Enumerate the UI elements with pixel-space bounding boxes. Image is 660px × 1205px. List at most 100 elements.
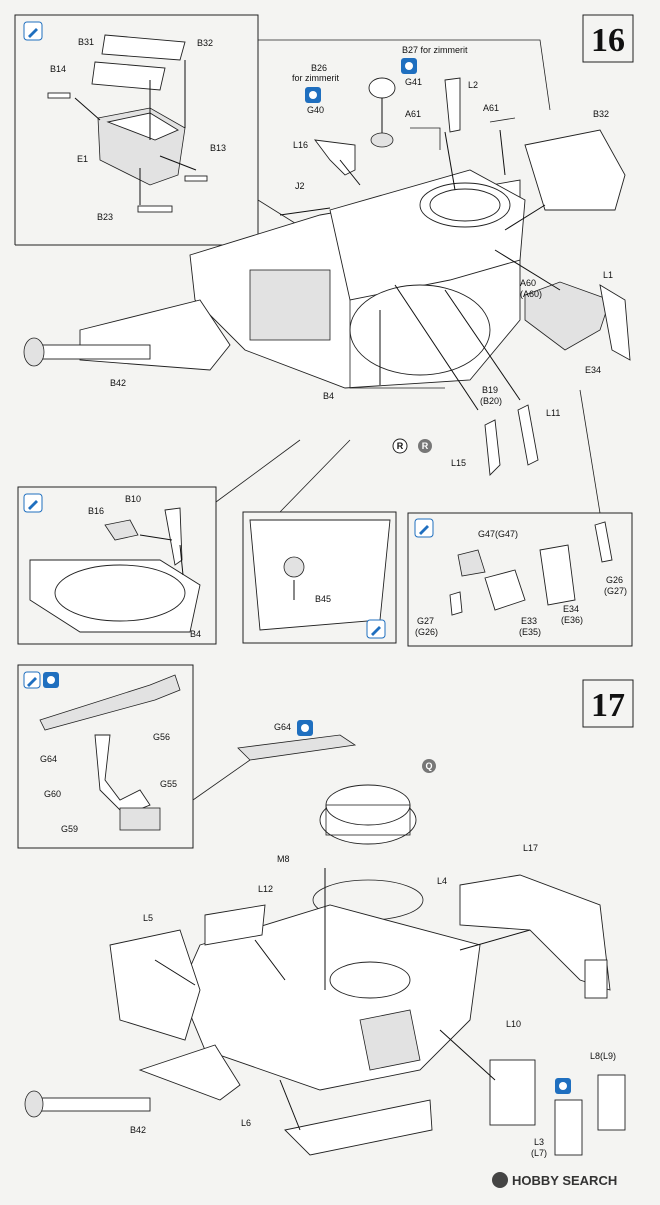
part-l12 [204,904,266,946]
label-e35: (E35) [519,627,541,637]
watermark-text: HOBBY SEARCH [512,1173,617,1188]
label-b27: B27 for zimmerit [402,45,468,55]
part-l1 [599,284,631,361]
muzzle-brake-17 [24,1090,44,1118]
label-a61-left: A61 [405,109,421,119]
label-g26: G26 [606,575,623,585]
label-l3: L3 [534,1137,544,1147]
label-m8: M8 [277,854,290,864]
part-a61-left [410,127,441,150]
part-l6 [284,1099,433,1156]
label-e34-inset: E34 [563,604,579,614]
label-l16: L16 [293,140,308,150]
part-l16 [314,139,356,176]
paint-icon [401,58,417,74]
glue-icon [366,619,386,639]
label-q: Q [425,761,432,771]
part-e33 [484,569,526,611]
mg34 [39,674,181,731]
label-b4: B4 [323,391,334,401]
label-b45: B45 [315,594,331,604]
part-b10 [164,507,183,566]
label-a61-right: A61 [483,103,499,113]
inset-turret-side-panel: B31 B32 B14 E1 B13 B23 [14,14,551,246]
label-g27-alt: (G27) [604,586,627,596]
label-l2: L2 [468,80,478,90]
label-e1: E1 [77,154,88,164]
part-b23 [137,205,173,213]
label-b26-note: for zimmerit [292,73,339,83]
label-g64-main: G64 [274,722,291,732]
label-b14: B14 [50,64,66,74]
paint-icon [305,87,321,103]
mg-on-cupola [237,734,357,761]
label-g59: G59 [61,824,78,834]
label-g41: G41 [405,77,422,87]
label-l7: (L7) [531,1148,547,1158]
label-b19: B19 [482,385,498,395]
part-b45 [283,556,305,578]
inset-hatch-parts: G47(G47) G26 (G27) G27 (G26) E33 (E35) E… [407,389,633,647]
part-l10 [489,1059,536,1126]
label-a60: A60 [520,278,536,288]
label-b20: (B20) [480,396,502,406]
part-l2 [444,77,461,133]
label-b10: B10 [125,494,141,504]
label-g56: G56 [153,732,170,742]
label-l12: L12 [258,884,273,894]
label-b26: B26 [311,63,327,73]
step-16-number: 16 [591,22,625,59]
label-g26-alt: (G26) [415,627,438,637]
watermark: HOBBY SEARCH [492,1172,617,1188]
label-g55: G55 [160,779,177,789]
part-b32-small [101,34,186,61]
glue-icon [23,21,43,41]
muzzle-brake [23,337,45,367]
label-b42-16: B42 [110,378,126,388]
part-g41 [368,77,396,99]
label-l10: L10 [506,1019,521,1029]
part-g47 [457,549,486,577]
label-e36: (E36) [561,615,583,625]
label-l11: L11 [546,408,560,418]
part-a61-right [489,117,516,123]
label-l8: L8(L9) [590,1051,616,1061]
label-b32-right: B32 [593,109,609,119]
cupola-assembly: G64 Q M8 L4 [237,720,447,921]
inset-b10-b16: B10 B16 B4 [17,439,301,645]
inset-b45: B45 [242,439,397,644]
label-b23: B23 [97,212,113,222]
glue-icon [23,493,43,513]
label-b31: B31 [78,37,94,47]
part-l8 [597,1074,626,1131]
r-marker: R R [392,438,432,454]
label-l4: L4 [437,876,447,886]
part-l11 [517,404,539,466]
label-b13: B13 [210,143,226,153]
gun-barrel-17 [29,1097,151,1112]
part-g40 [370,132,394,148]
label-b16: B16 [88,506,104,516]
label-l5: L5 [143,913,153,923]
part-l5 [109,929,201,1041]
part-b14 [47,92,71,99]
part-l3 [554,1099,583,1156]
label-l15: L15 [451,458,466,468]
gun-barrel [29,344,151,360]
turret-main-assembly-16: B26 for zimmerit G40 B27 for zimmerit G4… [23,45,631,476]
part-b13 [184,175,208,182]
step-17-number: 17 [591,687,625,724]
label-l6: L6 [241,1118,251,1128]
part-e34 [524,281,611,351]
inset-machine-gun: G64 G56 G60 G59 G55 [17,664,251,849]
part-g55 [119,807,161,831]
turret-main-assembly-17: L17 L12 L5 L10 L8(L9) B42 L6 L3 (L7) [24,843,626,1158]
step-16-number-box: 16 [582,14,634,63]
glue-icon [23,671,41,689]
label-e33: E33 [521,616,537,626]
part-g27 [449,591,463,616]
label-a60-alt: (A60) [520,289,542,299]
label-b4-inset: B4 [190,629,201,639]
